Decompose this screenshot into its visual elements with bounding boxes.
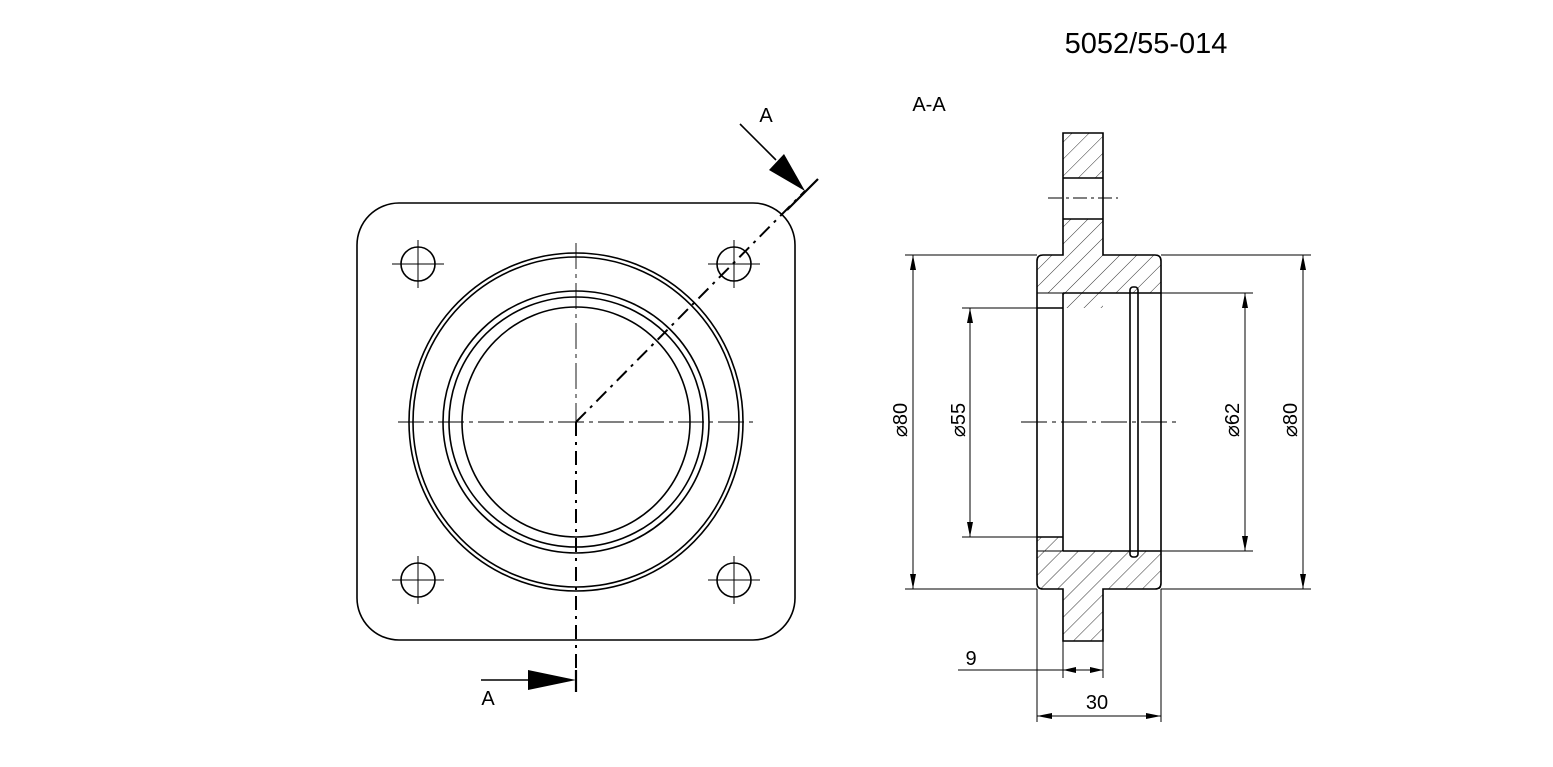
section-arrow-label-top: A	[759, 105, 773, 127]
dimension-outer-diameter-right: ⌀80	[1161, 254, 1311, 590]
section-hatch-top	[1037, 133, 1161, 308]
section-arrow-label-bottom: A	[481, 688, 495, 710]
part-number: 5052/55-014	[1065, 28, 1228, 60]
bolt-hole-top-left	[392, 240, 444, 288]
section-hatch-bottom	[1037, 537, 1161, 641]
dimension-recess-diameter: ⌀62	[1161, 292, 1253, 552]
flange-plate-outline	[356, 202, 796, 641]
dimension-label-overall-length: 30	[1086, 692, 1108, 714]
section-cut-line	[574, 178, 819, 692]
section-arrow-top	[739, 123, 805, 191]
bolt-hole-bottom-right	[708, 556, 760, 604]
dimension-label-outer-diameter-left: ⌀80	[890, 403, 912, 437]
dimension-label-recess-diameter: ⌀62	[1222, 403, 1244, 437]
front-view: A A	[356, 105, 819, 710]
dimension-label-outer-diameter-right: ⌀80	[1280, 403, 1302, 437]
section-view-label: A-A	[912, 94, 946, 116]
dimension-label-flange-thickness: 9	[965, 648, 976, 670]
dimension-label-bore-diameter: ⌀55	[948, 403, 970, 437]
dimension-flange-thickness: 9	[958, 641, 1104, 678]
section-arrow-bottom	[481, 670, 576, 690]
bolt-hole-bottom-left	[392, 556, 444, 604]
dimension-overall-length: 30	[1036, 589, 1162, 722]
dimension-bore-diameter: ⌀55	[948, 307, 1037, 538]
dimension-outer-diameter-left: ⌀80	[890, 254, 1037, 590]
section-view	[1021, 132, 1177, 642]
o-ring-groove	[1129, 286, 1139, 558]
